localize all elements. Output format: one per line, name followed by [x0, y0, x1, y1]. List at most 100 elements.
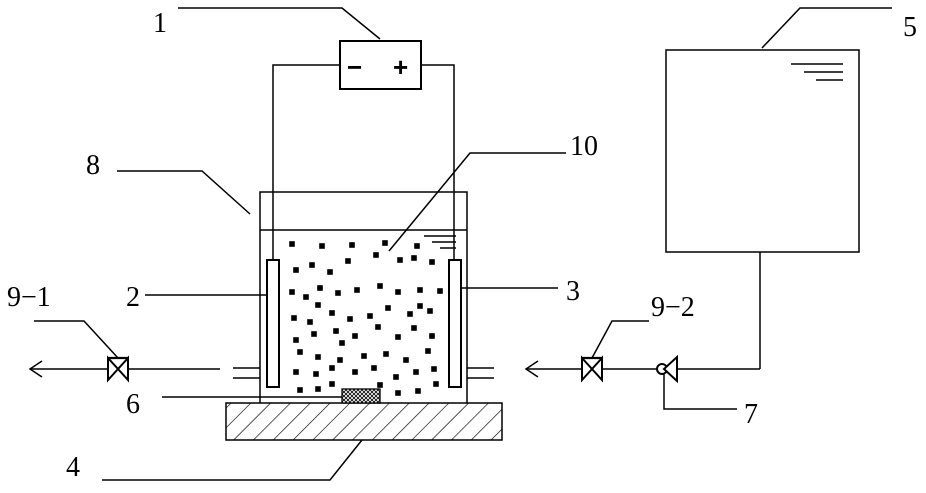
storage-tank [665, 49, 860, 253]
label-7: 7 [744, 399, 758, 430]
particle [383, 351, 389, 357]
label-5: 5 [903, 12, 917, 43]
wire-positive [421, 64, 455, 260]
particle [417, 303, 423, 309]
label-10: 10 [570, 131, 598, 162]
particle [333, 328, 339, 334]
particle [307, 319, 313, 325]
particle [352, 369, 358, 375]
label-4: 4 [66, 452, 80, 483]
particle [354, 287, 360, 293]
particle [327, 269, 333, 275]
leader-line-10 [388, 152, 566, 252]
leader-line-5 [761, 7, 892, 49]
particle [319, 243, 325, 249]
valve-icon [581, 355, 603, 383]
leader-line-4 [102, 439, 363, 481]
leader-line-1 [178, 7, 381, 40]
particle [329, 310, 335, 316]
particle [433, 381, 439, 387]
label-8: 8 [86, 150, 100, 181]
particle [311, 331, 317, 337]
label-6: 6 [126, 389, 140, 420]
particle [289, 289, 295, 295]
particle [377, 382, 383, 388]
particle [431, 366, 437, 372]
particle [317, 285, 323, 291]
leader-line-8 [117, 170, 251, 215]
particle [291, 315, 297, 321]
particle [329, 365, 335, 371]
particle [347, 316, 353, 322]
particle [289, 241, 295, 247]
particle [413, 369, 419, 375]
leader-line-7 [663, 374, 737, 410]
particle [395, 289, 401, 295]
particle [293, 337, 299, 343]
particle [315, 386, 321, 392]
particle [397, 257, 403, 263]
particle [403, 357, 409, 363]
wire-negative [272, 64, 340, 260]
label-9-2: 9−2 [651, 292, 695, 323]
particle [382, 240, 388, 246]
label-2: 2 [126, 282, 140, 313]
particle [429, 333, 435, 339]
particle [429, 259, 435, 265]
electrode-anode [448, 259, 462, 388]
particle [315, 354, 321, 360]
particle [417, 287, 423, 293]
inlet-arrow-icon [524, 360, 539, 378]
label-9-1: 9−1 [7, 282, 51, 313]
particle [309, 262, 315, 268]
particle [339, 340, 345, 346]
minus-sign: − [347, 52, 362, 82]
particle [337, 357, 343, 363]
particle [371, 365, 377, 371]
stirrer-bar [341, 388, 381, 404]
particle [329, 381, 335, 387]
particle [361, 353, 367, 359]
leader-line-9-1 [34, 320, 119, 359]
particle [303, 294, 309, 300]
water-level-icon [791, 63, 843, 81]
particle [373, 252, 379, 258]
particle [349, 242, 355, 248]
particle [297, 387, 303, 393]
particle [375, 324, 381, 330]
pump-icon [656, 354, 678, 384]
particle [297, 349, 303, 355]
particle [407, 311, 413, 317]
particle [377, 283, 383, 289]
particle [411, 255, 417, 261]
particle [427, 308, 433, 314]
particle [414, 243, 420, 249]
outlet-arrow-icon [28, 360, 43, 378]
particle [395, 334, 401, 340]
valve-icon [107, 355, 129, 383]
water-level-icon [424, 235, 456, 249]
particle [293, 369, 299, 375]
reactor-tank [259, 191, 468, 403]
particle-field [289, 240, 443, 396]
particle [415, 388, 421, 394]
label-3: 3 [566, 276, 580, 307]
plus-sign: + [393, 52, 408, 82]
particle [352, 333, 358, 339]
particle [335, 290, 341, 296]
particle [437, 288, 443, 294]
particle [395, 390, 401, 396]
leader-line-9-2 [591, 320, 649, 359]
particle [393, 374, 399, 380]
label-1: 1 [153, 8, 167, 39]
particle [345, 258, 351, 264]
particle [293, 267, 299, 273]
particle [367, 313, 373, 319]
particle [385, 305, 391, 311]
particle [315, 302, 321, 308]
particle [313, 371, 319, 377]
base-plate [225, 402, 503, 441]
particle [425, 348, 431, 354]
particle [411, 325, 417, 331]
